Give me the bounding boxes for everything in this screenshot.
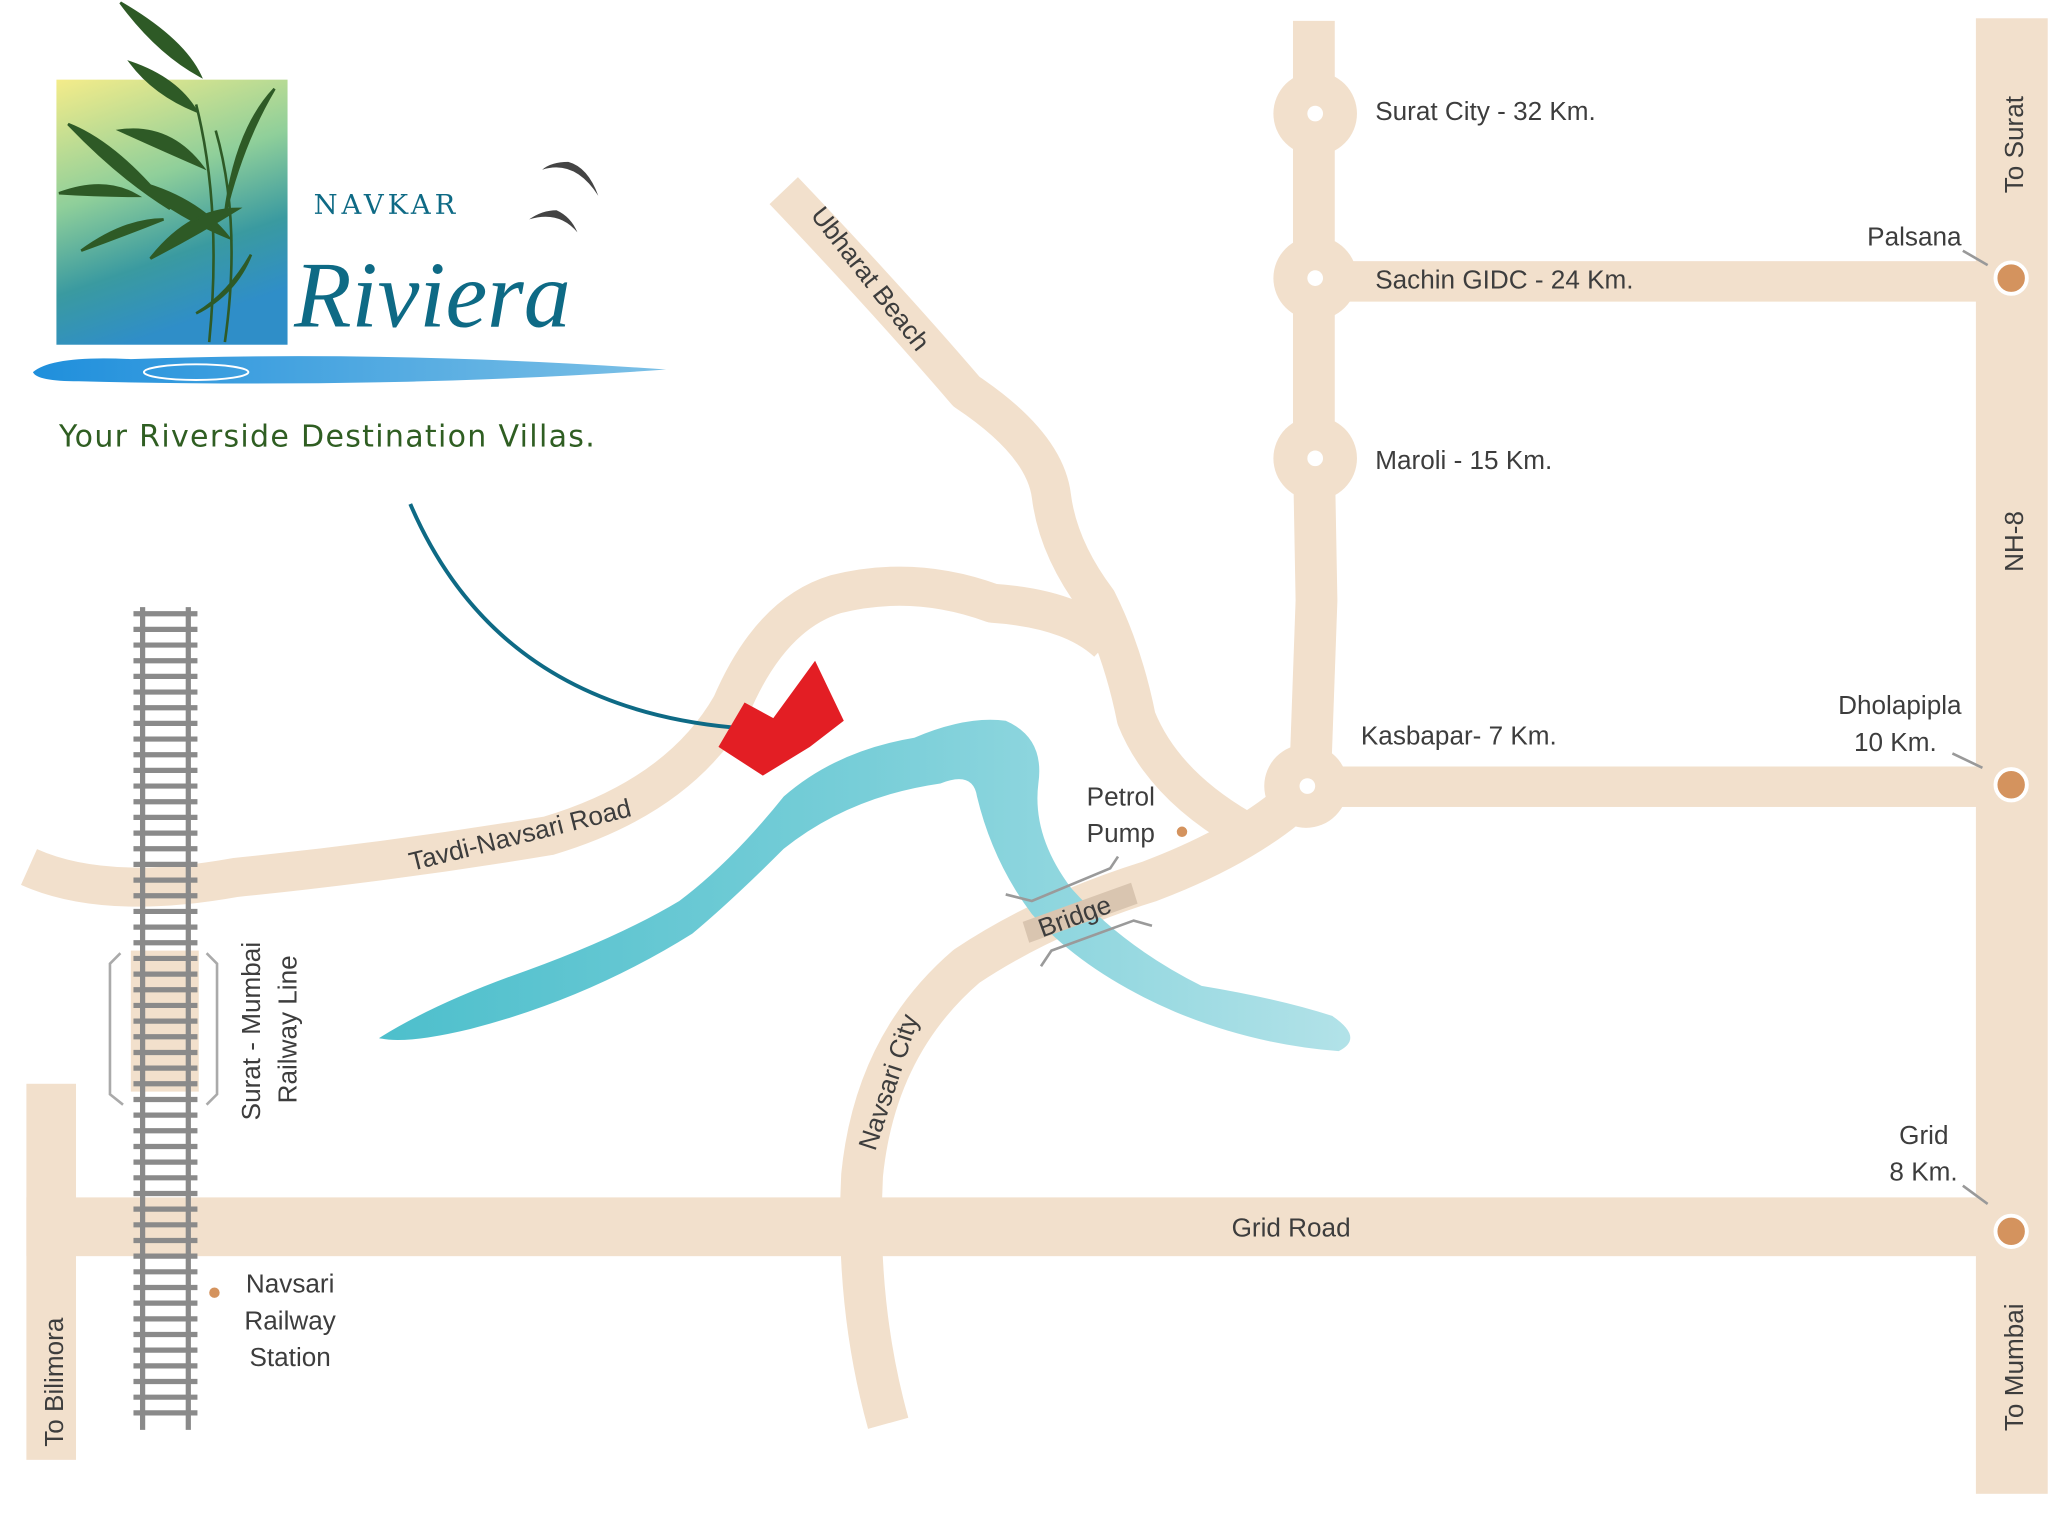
- tagline: Your Riverside Destination Villas.: [58, 420, 596, 455]
- station-marker[interactable]: [209, 1287, 220, 1298]
- to-bilimora-label: To Bilimora: [39, 1317, 69, 1447]
- tavdi-navsari-road: [20, 566, 1121, 907]
- grid-marker[interactable]: [1993, 1213, 2029, 1249]
- sachin-gidc-label: Sachin GIDC - 24 Km.: [1375, 265, 1633, 295]
- palsana-marker[interactable]: [1993, 260, 2029, 296]
- railway-line: [108, 607, 219, 1430]
- petrol-label-2: Pump: [1087, 818, 1155, 848]
- brand-navkar: NAVKAR: [314, 190, 460, 221]
- station-label-1: Navsari: [246, 1269, 335, 1299]
- nh8-road: [1975, 18, 2048, 1494]
- nh8-label: NH-8: [1999, 511, 2029, 572]
- junction-dots: [1299, 105, 1324, 794]
- logo: NAVKAR Riviera Your Riverside Destinatio…: [32, 1, 667, 455]
- petrol-label-1: Petrol: [1087, 782, 1155, 812]
- station-label-3: Station: [250, 1342, 331, 1372]
- grid-road: [26, 1197, 2012, 1257]
- birds-icon: [529, 161, 599, 233]
- sachin-road: [1315, 261, 1995, 302]
- ubharat-beach-road: [769, 177, 1251, 847]
- maroli-label: Maroli - 15 Km.: [1375, 445, 1552, 475]
- navsari-city-road: [840, 771, 1325, 1429]
- surat-city-label: Surat City - 32 Km.: [1375, 96, 1596, 126]
- project-plot[interactable]: [718, 660, 844, 776]
- station-label-2: Railway: [244, 1305, 335, 1335]
- river: [378, 719, 1351, 1052]
- brand-riviera: Riviera: [293, 243, 571, 347]
- pointer-curve: [408, 503, 732, 730]
- dholapipla-label: Dholapipla: [1838, 690, 1962, 720]
- markers: [209, 249, 2029, 1298]
- railway-label-2: Railway Line: [273, 955, 303, 1103]
- roads: [20, 18, 2048, 1494]
- petrol-pump-marker[interactable]: [1176, 826, 1188, 837]
- kasbapar-road: [1306, 766, 1995, 807]
- kasbapar-label: Kasbapar- 7 Km.: [1361, 720, 1557, 750]
- grid-road-label: Grid Road: [1232, 1213, 1351, 1243]
- reed-icon: [58, 1, 276, 343]
- ubharat-label: Ubharat Beach: [805, 201, 936, 357]
- dholapipla-distance: 10 Km.: [1854, 727, 1937, 757]
- palsana-label: Palsana: [1867, 221, 1962, 251]
- to-surat-label: To Surat: [1999, 95, 2029, 193]
- to-mumbai-label: To Mumbai: [1999, 1303, 2029, 1431]
- dholapipla-marker[interactable]: [1993, 767, 2029, 803]
- water-icon: [32, 356, 667, 384]
- grid-distance: 8 Km.: [1889, 1156, 1957, 1186]
- railway-label-1: Surat - Mumbai: [236, 942, 266, 1120]
- left-road-bilimora: [26, 1083, 77, 1460]
- grid-label: Grid: [1899, 1120, 1948, 1150]
